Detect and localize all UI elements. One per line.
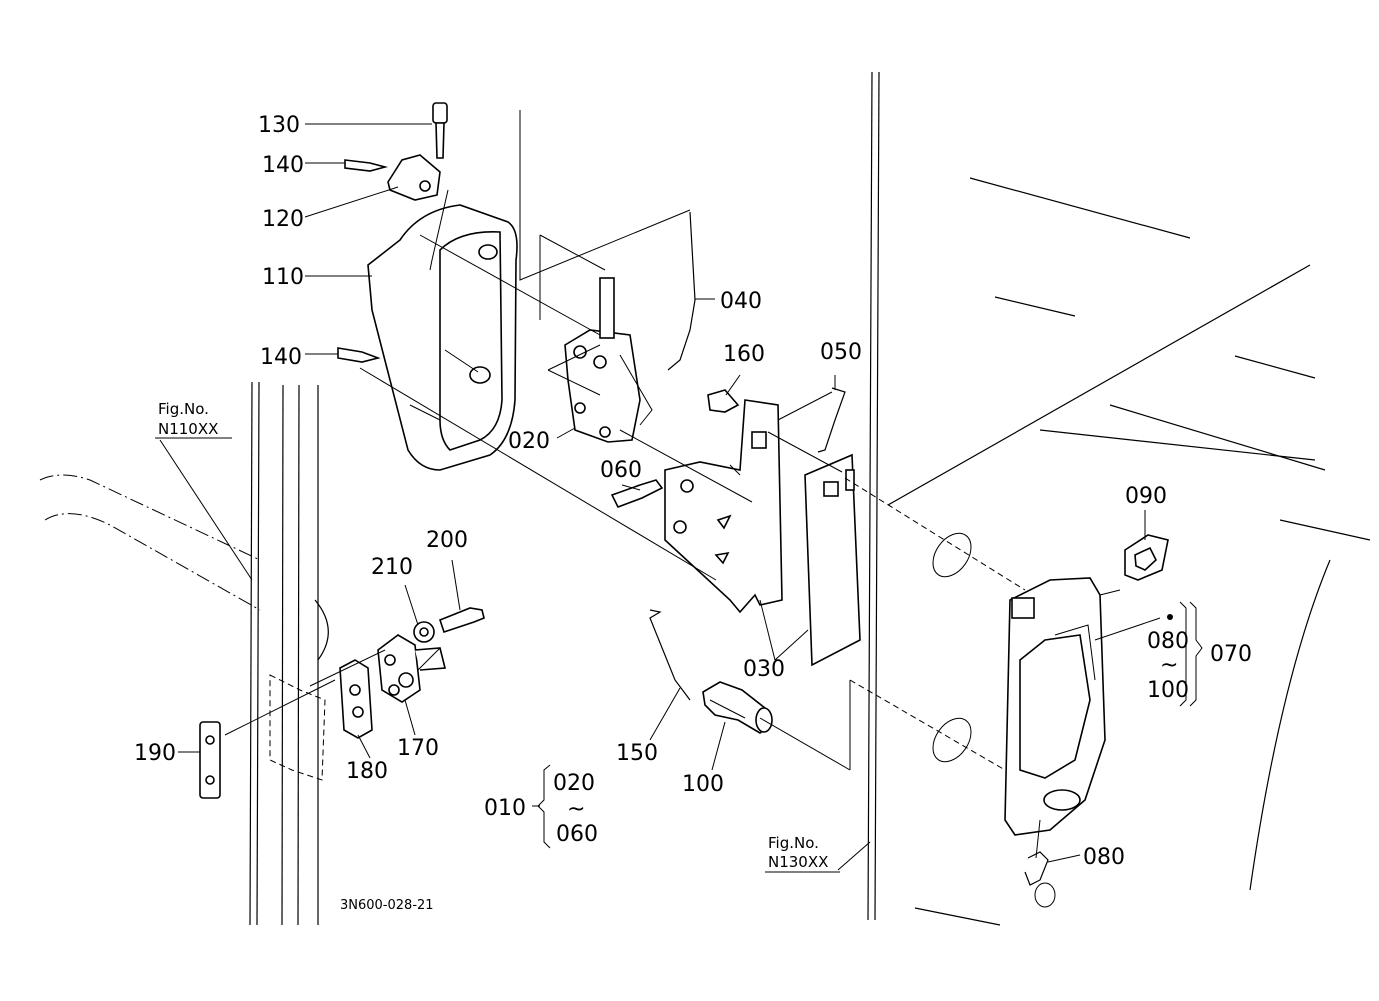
plate-part-180 bbox=[339, 659, 373, 739]
fig-ref-1-line1: Fig.No. bbox=[158, 400, 209, 418]
label-060: 060 bbox=[600, 458, 642, 483]
label-170: 170 bbox=[397, 736, 439, 761]
fig-ref-2-line2: N130XX bbox=[768, 853, 828, 871]
screw-part-140-bottom bbox=[337, 347, 381, 363]
label-070: 070 bbox=[1210, 642, 1252, 667]
label-060-range: 060 bbox=[556, 822, 598, 847]
assembly-guide-lines bbox=[224, 110, 1121, 859]
screw-part-140-top bbox=[344, 159, 389, 172]
label-190: 190 bbox=[134, 741, 176, 766]
label-010: 010 bbox=[484, 796, 526, 821]
label-090: 090 bbox=[1125, 484, 1167, 509]
door-hole-upper bbox=[932, 532, 972, 578]
inner-cover-part-110 bbox=[367, 204, 518, 471]
label-020: 020 bbox=[508, 429, 550, 454]
label-150: 150 bbox=[616, 741, 658, 766]
label-200: 200 bbox=[426, 528, 468, 553]
bolt-part-060 bbox=[610, 479, 664, 509]
fig-ref-1-line2: N110XX bbox=[158, 420, 218, 438]
clip-part-080 bbox=[1024, 851, 1056, 908]
part-labels: 130 140 120 110 140 040 160 050 020 060 … bbox=[134, 113, 1252, 870]
label-080-range: 080 bbox=[1147, 629, 1189, 654]
label-110: 110 bbox=[262, 265, 304, 290]
dot-marker bbox=[1167, 614, 1173, 620]
label-160: 160 bbox=[723, 342, 765, 367]
screw-part-200 bbox=[439, 607, 485, 634]
label-140-top: 140 bbox=[262, 153, 304, 178]
rod-part-040 bbox=[667, 211, 696, 371]
pad-part-090 bbox=[1124, 534, 1169, 581]
drawing-number: 3N600-028-21 bbox=[340, 898, 434, 913]
bracket-on-frame bbox=[269, 674, 326, 781]
hinge-plate-part-170 bbox=[377, 634, 447, 703]
fig-ref-2-line1: Fig.No. bbox=[768, 834, 819, 852]
label-130: 130 bbox=[258, 113, 300, 138]
door-hole-lower bbox=[932, 717, 972, 763]
label-120: 120 bbox=[262, 207, 304, 232]
label-080: 080 bbox=[1083, 845, 1125, 870]
outer-handle-part-070 bbox=[1004, 577, 1106, 836]
cylinder-part-100 bbox=[702, 681, 773, 734]
label-180: 180 bbox=[346, 759, 388, 784]
knob-part-120 bbox=[387, 154, 441, 201]
leader-lines bbox=[159, 123, 1161, 871]
pin-part-130 bbox=[432, 102, 448, 159]
lock-part-020 bbox=[564, 277, 653, 443]
label-020-range: 020 bbox=[553, 771, 595, 796]
plate-part-030 bbox=[664, 399, 861, 667]
label-030: 030 bbox=[743, 657, 785, 682]
range-tilde-070: ~ bbox=[1160, 653, 1178, 678]
rod-part-150 bbox=[649, 609, 691, 701]
label-210: 210 bbox=[371, 555, 413, 580]
label-100: 100 bbox=[682, 772, 724, 797]
plate-part-190 bbox=[199, 721, 221, 799]
bolt-part-160 bbox=[707, 389, 740, 413]
fig-ref-n110xx: Fig.No. N110XX bbox=[155, 400, 232, 439]
label-140-bottom: 140 bbox=[260, 345, 302, 370]
cab-frame-lines bbox=[39, 71, 1371, 926]
spring-part-050 bbox=[817, 387, 846, 453]
label-040: 040 bbox=[720, 289, 762, 314]
label-050: 050 bbox=[820, 340, 862, 365]
washer-part-210 bbox=[413, 621, 435, 643]
bracket-070-left bbox=[1189, 601, 1203, 707]
range-tilde-010: ~ bbox=[567, 797, 585, 822]
label-100-range: 100 bbox=[1147, 678, 1189, 703]
fig-ref-n130xx: Fig.No. N130XX bbox=[765, 834, 840, 873]
bracket-070-right bbox=[1179, 601, 1187, 707]
